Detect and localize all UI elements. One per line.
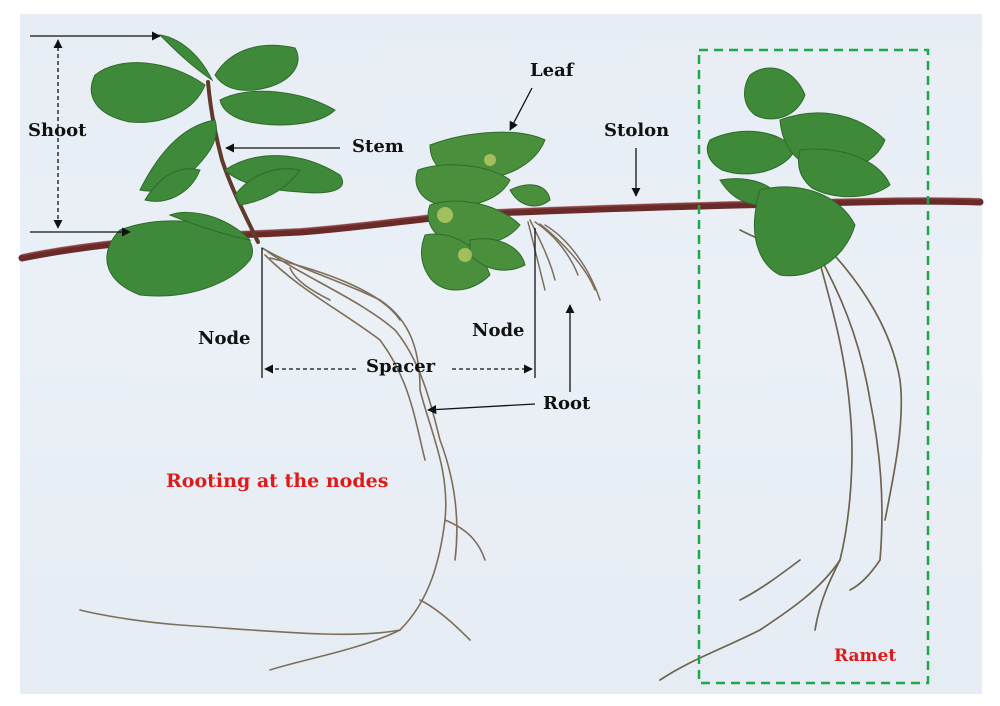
leaves-left-shoot [90, 34, 343, 297]
shoot-stem [206, 80, 260, 244]
root-system-ramet [659, 229, 903, 681]
root-system-left [79, 247, 486, 671]
ramet-box [697, 48, 930, 685]
leaf-label: Leaf [530, 60, 574, 81]
root-pointer-horizontal [427, 403, 536, 415]
leaves-ramet [706, 67, 891, 277]
stem-label: Stem [352, 136, 404, 157]
ramet-label: Ramet [834, 646, 897, 666]
rooting-caption: Rooting at the nodes [166, 470, 389, 492]
root-label: Root [543, 393, 591, 414]
leaf-pointer [509, 87, 533, 131]
node-label-left: Node [198, 328, 251, 349]
node-label-right: Node [472, 320, 525, 341]
root-system-middle [527, 219, 601, 301]
spacer-label: Spacer [366, 356, 436, 377]
shoot-label: Shoot [28, 120, 87, 141]
stolon-label: Stolon [604, 120, 670, 141]
